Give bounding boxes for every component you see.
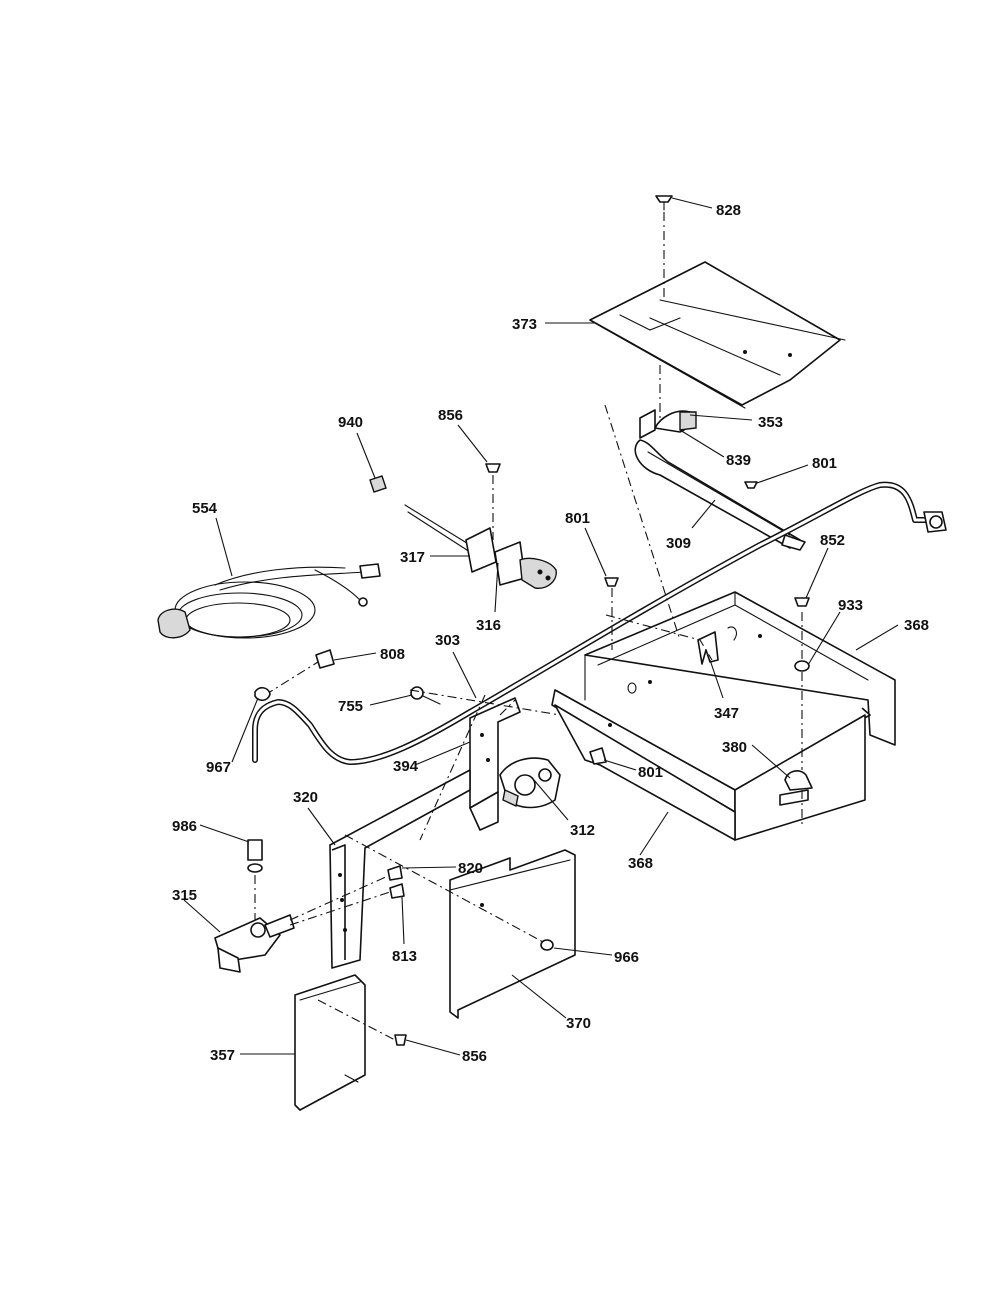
callout-820: 820 [458, 860, 483, 877]
callout-357: 357 [210, 1047, 235, 1064]
callout-368: 368 [628, 855, 653, 872]
grommet-808-icon [315, 649, 335, 669]
panel-370 [449, 849, 576, 1019]
callout-320: 320 [293, 789, 318, 806]
callout-856: 856 [462, 1048, 487, 1065]
callout-312: 312 [570, 822, 595, 839]
callout-380: 380 [722, 739, 747, 756]
callout-801: 801 [638, 764, 663, 781]
igniter-assembly-316-317 [404, 504, 557, 589]
callout-373: 373 [512, 316, 537, 333]
callout-353: 353 [758, 414, 783, 431]
tube-fitting-icon [923, 511, 947, 533]
screw-801-icon [744, 481, 758, 489]
callout-801: 801 [812, 455, 837, 472]
callout-966: 966 [614, 949, 639, 966]
callout-808: 808 [380, 646, 405, 663]
bracket-394 [469, 697, 521, 831]
callout-554: 554 [192, 500, 218, 517]
callout-940: 940 [338, 414, 363, 431]
gas-tube-303 [252, 481, 933, 765]
callout-839: 839 [726, 452, 751, 469]
callout-755: 755 [338, 698, 363, 715]
callout-317: 317 [400, 549, 425, 566]
screw-820-icon [387, 865, 403, 881]
callout-370: 370 [566, 1015, 591, 1032]
screw-852-icon [794, 597, 810, 607]
screw-856b-icon [394, 1034, 407, 1046]
screw-801c-icon [589, 747, 607, 765]
callout-813: 813 [392, 948, 417, 965]
wire-harness-554 [157, 563, 381, 639]
cover-panel-357 [294, 974, 366, 1111]
burner-tube-309 [634, 439, 806, 551]
screw-801b-icon [604, 577, 619, 587]
bracket-320 [329, 769, 471, 969]
callout-309: 309 [666, 535, 691, 552]
screw-856-icon [485, 463, 501, 473]
callout-303: 303 [435, 632, 460, 649]
callout-967: 967 [206, 759, 231, 776]
callout-368: 368 [904, 617, 929, 634]
screw-828-icon [655, 195, 673, 211]
plug-940-icon [369, 475, 387, 493]
callout-986: 986 [172, 818, 197, 835]
callout-315: 315 [172, 887, 197, 904]
heat-shield-373 [589, 261, 846, 409]
callout-394: 394 [393, 758, 419, 775]
safety-valve-315 [214, 914, 295, 973]
gas-valve-312 [499, 757, 561, 809]
callout-933: 933 [838, 597, 863, 614]
leader-lines [183, 197, 899, 1056]
callout-856: 856 [438, 407, 463, 424]
screw-813-icon [389, 883, 405, 899]
callout-852: 852 [820, 532, 845, 549]
bracket-380 [784, 770, 813, 791]
clip-966-icon [540, 939, 554, 951]
callout-347: 347 [714, 705, 739, 722]
callout-316: 316 [476, 617, 501, 634]
nut-933-icon [794, 660, 810, 672]
bracket-347 [697, 626, 737, 665]
callout-801: 801 [565, 510, 590, 527]
fitting-986-icon [247, 839, 263, 873]
orifice-holder-353 [639, 409, 697, 439]
callout-labels: 828 373 353 839 801 940 856 554 317 316 … [172, 202, 929, 1065]
screw-755-icon [410, 686, 441, 705]
callout-828: 828 [716, 202, 741, 219]
